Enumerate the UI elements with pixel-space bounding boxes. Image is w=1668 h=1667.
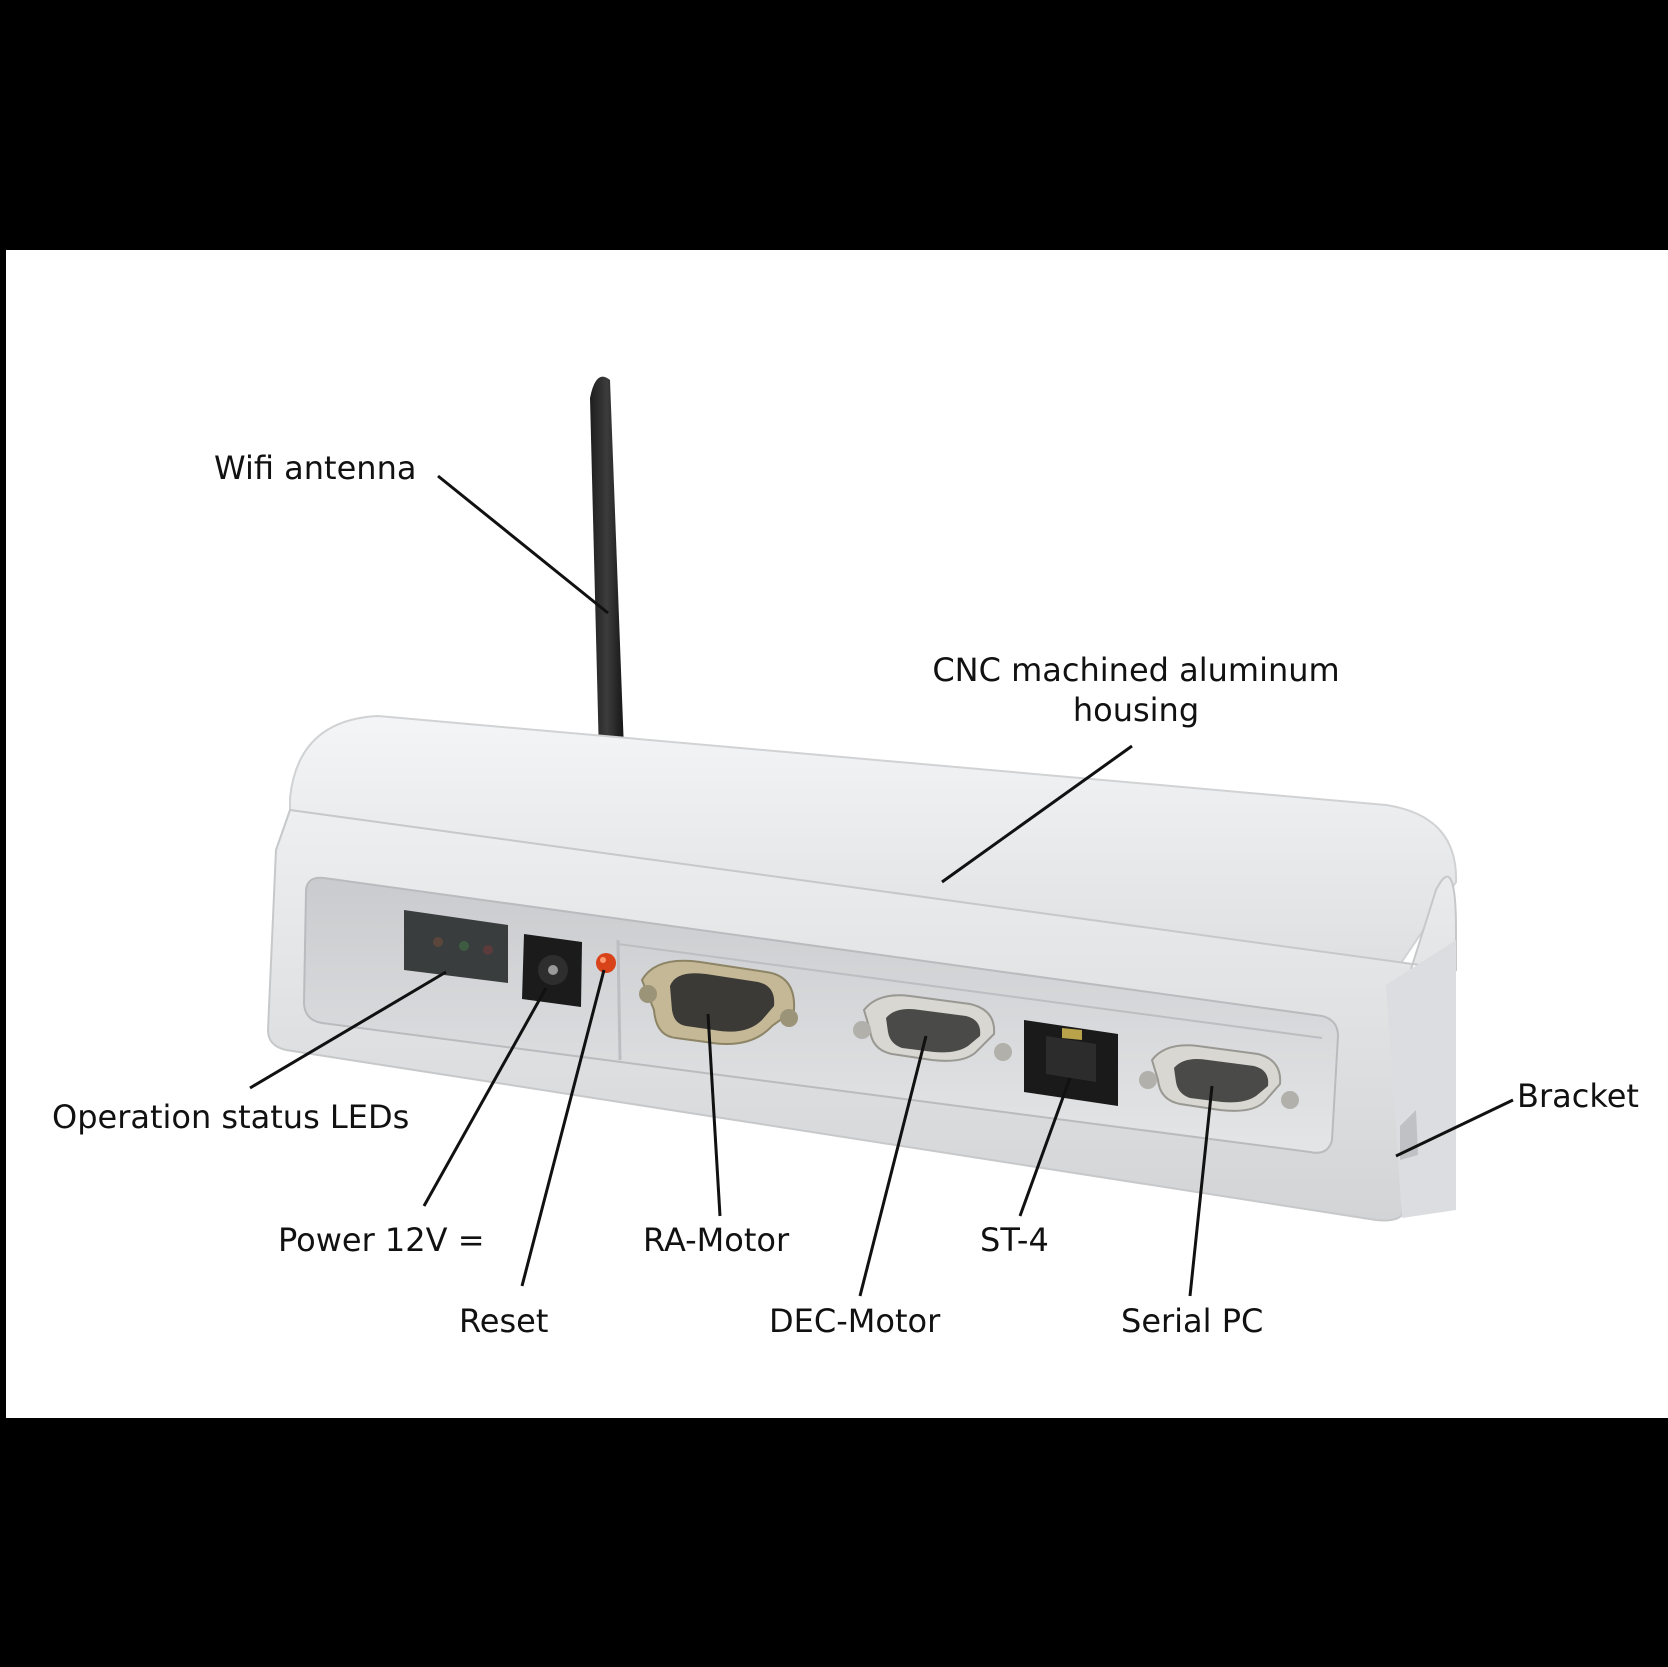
device-illustration [249, 376, 1514, 1297]
reset-button [596, 953, 616, 973]
label-bracket: Bracket [1517, 1077, 1639, 1115]
label-reset: Reset [459, 1302, 549, 1340]
wifi-antenna [590, 376, 628, 768]
status-led-window [404, 910, 508, 983]
st4-jack [1024, 1020, 1118, 1106]
leader-power [422, 987, 548, 1207]
label-status-leds: Operation status LEDs [52, 1098, 410, 1136]
leader-ra-motor [706, 1013, 722, 1217]
label-housing-line1: CNC machined aluminum [932, 651, 1340, 689]
leader-lines [249, 474, 1514, 1297]
dec-motor-connector [853, 994, 1012, 1062]
label-serial-pc: Serial PC [1121, 1302, 1264, 1340]
ra-motor-connector [639, 959, 798, 1045]
leader-st4 [1018, 1077, 1072, 1217]
leader-bracket [1395, 1098, 1514, 1158]
label-ra-motor: RA-Motor [643, 1221, 790, 1259]
power-jack [522, 934, 582, 1007]
label-wifi-antenna: Wifi antenna [214, 449, 417, 487]
label-housing-line2: housing [1072, 691, 1200, 729]
leader-wifi-antenna [437, 474, 609, 615]
leader-status-leds [249, 970, 447, 1090]
serial-pc-connector [1139, 1044, 1299, 1112]
leader-housing [941, 744, 1133, 884]
leader-dec-motor [858, 1035, 928, 1297]
label-dec-motor: DEC-Motor [769, 1302, 941, 1340]
diagram-canvas: Wifi antenna CNC machined aluminum housi… [6, 250, 1668, 1418]
label-power: Power 12V = [278, 1221, 485, 1259]
label-st4: ST-4 [980, 1221, 1049, 1259]
leader-serial-pc [1188, 1085, 1214, 1297]
leader-reset [520, 969, 606, 1287]
label-housing: CNC machined aluminum housing [916, 650, 1356, 730]
